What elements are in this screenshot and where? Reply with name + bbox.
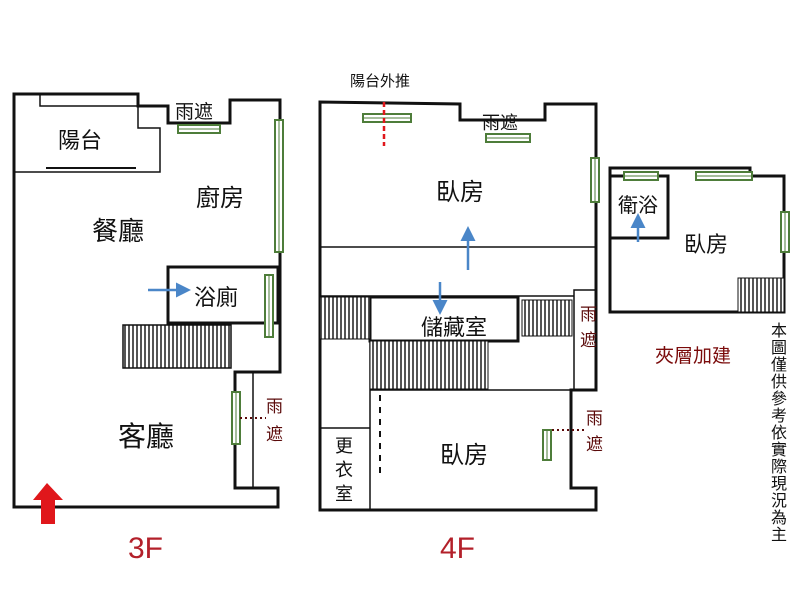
3f-floor-label: 3F (128, 532, 163, 565)
3f-canopy-top-label: 雨遮 (175, 101, 213, 123)
3f-canopy-side-2: 遮 (266, 425, 283, 445)
mezzanine-plan: 衛浴 臥房 夾層加建 (608, 166, 790, 367)
4f-window-lower (542, 429, 552, 461)
3f-window-bath (264, 274, 274, 338)
4f-balcony-note: 陽台外推 (350, 72, 410, 90)
4f-room-bedroom-main: 臥房 (436, 178, 484, 206)
mezzanine-window-right (780, 211, 790, 253)
entrance-arrow-icon (33, 483, 63, 524)
4f-room-storage: 儲藏室 (421, 316, 487, 341)
4f-floor-label: 4F (440, 532, 475, 565)
4f-canopy-lower-2: 遮 (586, 435, 603, 455)
4f-canopy-top-label: 雨遮 (482, 113, 518, 134)
4f-room-bedroom-lower: 臥房 (440, 441, 488, 469)
mezzanine-outer-wall (608, 166, 786, 314)
4f-canopy-lower-1: 雨 (586, 409, 603, 429)
3f-outer-wall (12, 92, 282, 509)
disclaimer-note: 本圖僅供參考依實際現況為主 (768, 322, 787, 543)
3f-window-living (231, 391, 241, 445)
3f-bathroom-wall (166, 265, 280, 325)
3f-room-bathroom: 浴廁 (194, 286, 238, 311)
floor-4f-plan: 陽台外推 雨遮 臥房 儲藏室 雨 遮 更 衣 室 臥房 雨 遮 4F (318, 72, 603, 565)
floor-3f-plan: 陽台 餐廳 廚房 浴廁 客廳 雨遮 雨 遮 3F (12, 92, 284, 565)
3f-room-dining: 餐廳 (92, 217, 144, 247)
3f-stairs (122, 324, 232, 369)
4f-canopy-right-1: 雨 (580, 305, 597, 325)
4f-dressing-2: 衣 (335, 460, 353, 481)
3f-room-living: 客廳 (118, 420, 174, 453)
mezzanine-room-bath: 衛浴 (618, 193, 658, 217)
4f-stairs-lower (369, 340, 489, 390)
4f-canopy-right-2: 遮 (580, 331, 597, 351)
mezzanine-room-bedroom: 臥房 (684, 233, 728, 258)
3f-room-balcony: 陽台 (58, 129, 102, 154)
3f-balcony-wall (14, 94, 161, 173)
mezzanine-window-top (695, 171, 753, 181)
4f-stairs-upper (319, 296, 371, 340)
4f-window-right (590, 157, 600, 203)
3f-window-top (177, 124, 221, 134)
4f-stairs-right (521, 299, 573, 337)
3f-window-kitchen-side (274, 119, 284, 253)
mezzanine-window-bath (623, 171, 659, 181)
3f-canopy-side-1: 雨 (266, 397, 283, 417)
mezzanine-label: 夾層加建 (655, 345, 731, 367)
4f-window-top (485, 133, 531, 143)
3f-room-kitchen: 廚房 (196, 184, 244, 212)
4f-dressing-1: 更 (335, 436, 353, 457)
4f-dressing-3: 室 (335, 484, 353, 505)
4f-window-balcony (362, 113, 412, 123)
mezzanine-stairs (737, 277, 785, 313)
